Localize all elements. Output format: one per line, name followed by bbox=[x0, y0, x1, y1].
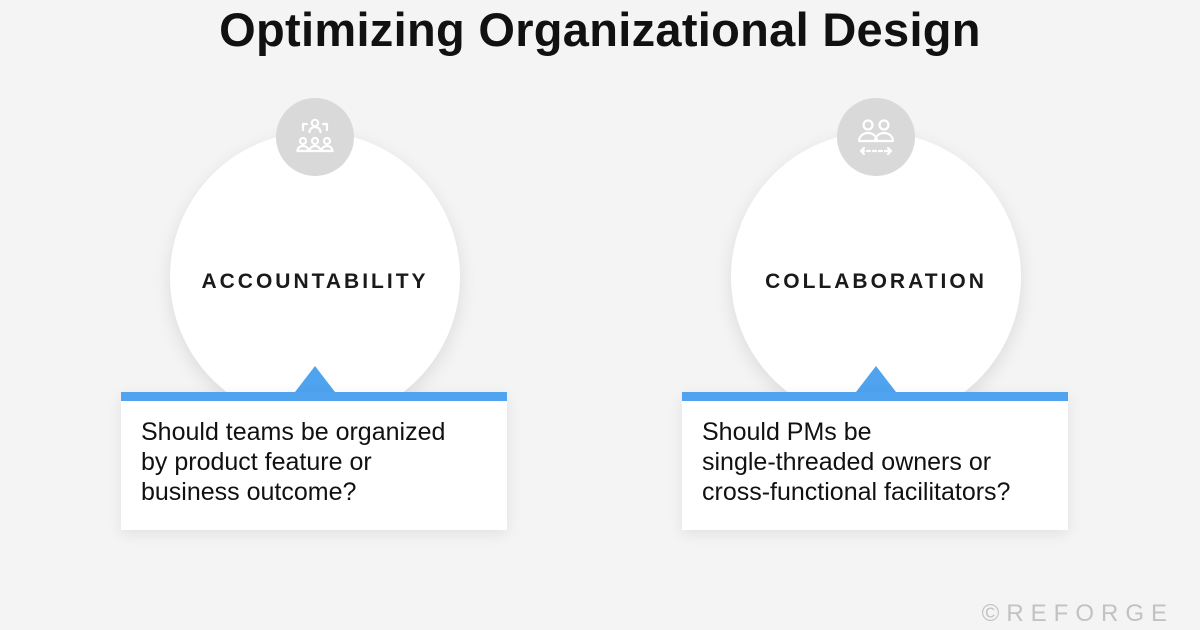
collaboration-question-box: Should PMs be single-threaded owners or … bbox=[682, 392, 1068, 530]
copyright-footer: ©REFORGE bbox=[981, 600, 1174, 627]
collaboration-question: Should PMs be single-threaded owners or … bbox=[702, 417, 1057, 507]
question-line: cross-functional facilitators? bbox=[702, 478, 1011, 506]
accountability-pointer bbox=[295, 366, 335, 392]
question-line: by product feature or bbox=[141, 448, 372, 476]
team-hierarchy-icon bbox=[296, 118, 334, 153]
accountability-label: ACCOUNTABILITY bbox=[201, 270, 429, 293]
accountability-question-box: Should teams be organized by product fea… bbox=[121, 392, 507, 530]
question-line: Should teams be organized bbox=[141, 418, 446, 446]
page-title: Optimizing Organizational Design bbox=[219, 3, 981, 56]
question-line: business outcome? bbox=[141, 478, 357, 506]
collaboration-badge bbox=[837, 98, 915, 176]
question-line: Should PMs be bbox=[702, 418, 872, 446]
accountability-question: Should teams be organized by product fea… bbox=[141, 417, 496, 507]
question-line: single-threaded owners or bbox=[702, 448, 992, 476]
collaboration-pointer bbox=[856, 366, 896, 392]
collaboration-label: COLLABORATION bbox=[765, 270, 987, 293]
people-exchange-icon bbox=[857, 119, 895, 156]
accountability-badge bbox=[276, 98, 354, 176]
collaboration-card: COLLABORATION Should PMs be single-threa… bbox=[676, 0, 1076, 630]
accountability-card: ACCOUNTABILITY Should teams be organized… bbox=[115, 0, 515, 630]
